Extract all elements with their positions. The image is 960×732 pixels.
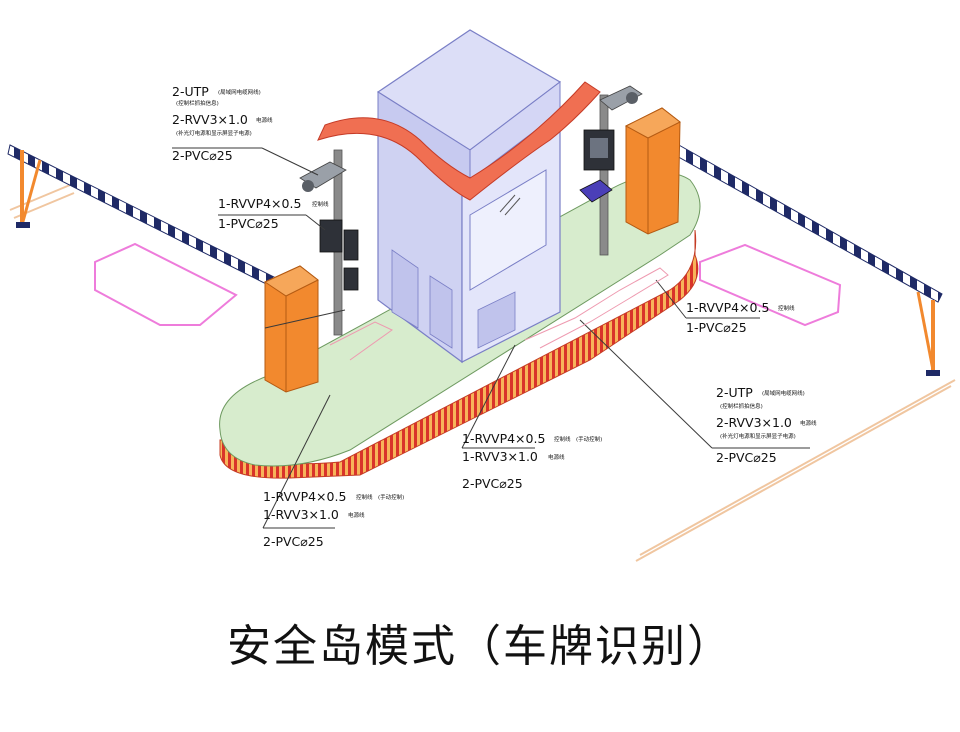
booth-awning — [317, 81, 601, 201]
label-note: (手动控制) — [576, 435, 602, 443]
label-text: 1-RVVP4×0.5 — [263, 489, 346, 504]
right-camera-pole — [579, 85, 643, 256]
label-note: (控制栏抓拍信息) — [720, 402, 763, 410]
label-note: 电源线 — [548, 453, 565, 461]
label-bottom-left: 1-RVVP4×0.5 控制线 (手动控制) 1-RVV3×1.0 电源线 2-… — [263, 489, 404, 549]
left-camera-pole — [299, 149, 359, 336]
label-note: 电源线 — [800, 419, 817, 427]
label-text: 2-PVC⌀25 — [263, 534, 324, 549]
label-text: 2-RVV3×1.0 — [716, 415, 792, 430]
label-top-left: 2-UTP (局域网电缆网线) (控制栏抓拍信息) 2-RVV3×1.0 电源线… — [172, 84, 273, 163]
label-text: 1-PVC⌀25 — [686, 320, 747, 335]
guard-booth — [376, 29, 562, 364]
label-right-lower: 2-UTP (局域网电缆网线) (控制栏抓拍信息) 2-RVV3×1.0 电源线… — [716, 385, 817, 465]
label-center: 1-RVVP4×0.5 控制线 (手动控制) 1-RVV3×1.0 电源线 2-… — [462, 431, 602, 491]
label-text: 2-PVC⌀25 — [716, 450, 777, 465]
label-note: (手动控制) — [378, 493, 404, 501]
vehicle-zone-left — [94, 242, 238, 326]
label-text: 1-PVC⌀25 — [218, 216, 279, 231]
label-text: 2-PVC⌀25 — [172, 148, 233, 163]
cable-trenches — [329, 267, 669, 361]
label-note: 控制线 — [312, 200, 329, 208]
left-barrier-gate — [7, 144, 319, 393]
label-text: 1-RVVP4×0.5 — [218, 196, 301, 211]
label-note: 电源线 — [348, 511, 365, 519]
label-note: 电源线 — [256, 116, 273, 124]
right-barrier-gate — [624, 107, 943, 376]
label-note: (局域网电缆网线) — [762, 389, 805, 397]
label-note: 控制线 — [356, 493, 373, 501]
label-text: 1-RVV3×1.0 — [263, 507, 339, 522]
cable-routes — [172, 147, 810, 529]
label-right-upper: 1-RVVP4×0.5 控制线 1-PVC⌀25 — [686, 300, 795, 335]
label-text: 2-UTP — [172, 84, 209, 99]
label-text: 1-RVV3×1.0 — [462, 449, 538, 464]
label-note: (控制栏抓拍信息) — [176, 99, 219, 107]
label-text: 1-RVVP4×0.5 — [462, 431, 545, 446]
label-text: 2-UTP — [716, 385, 753, 400]
label-note: (局域网电缆网线) — [218, 88, 261, 96]
label-note: (补光灯电源和显示屏显子电源) — [720, 432, 796, 440]
vehicle-zone-right — [699, 243, 842, 327]
label-note: (补光灯电源和显示屏显子电源) — [176, 129, 252, 137]
label-note: 控制线 — [554, 435, 571, 443]
label-text: 2-RVV3×1.0 — [172, 112, 248, 127]
label-mid-left: 1-RVVP4×0.5 控制线 1-PVC⌀25 — [218, 196, 329, 231]
label-note: 控制线 — [778, 304, 795, 312]
label-text: 2-PVC⌀25 — [462, 476, 523, 491]
label-text: 1-RVVP4×0.5 — [686, 300, 769, 315]
diagram-caption: 安全岛模式（车牌识别） — [227, 621, 733, 672]
